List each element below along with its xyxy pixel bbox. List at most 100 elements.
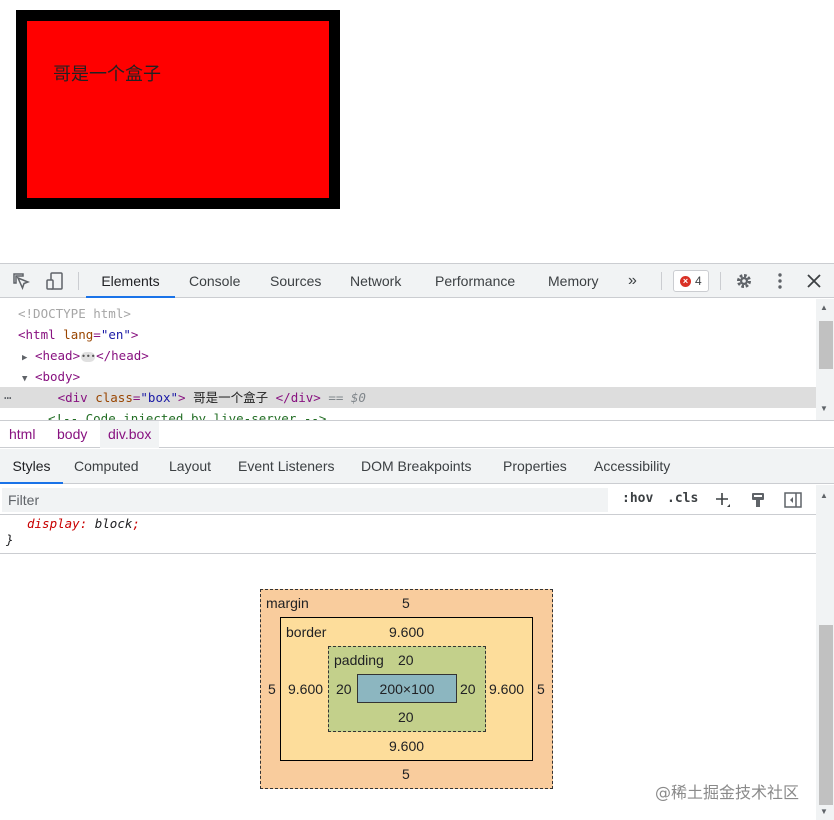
watermark: @稀土掘金技术社区 [655, 783, 800, 802]
demo-box-text: 哥是一个盒子 [53, 64, 161, 85]
attr-name: lang [63, 327, 94, 342]
gear-icon[interactable] [733, 270, 755, 292]
breadcrumb-body[interactable]: body [57, 426, 88, 442]
new-style-rule-plus-icon[interactable] [713, 490, 733, 510]
padding-top-value[interactable]: 20 [398, 652, 414, 668]
dom-node-html[interactable]: <html lang="en"> [18, 327, 139, 342]
expand-triangle-icon[interactable]: ▶ [22, 353, 28, 363]
error-icon: × [680, 275, 691, 287]
border-top-value[interactable]: 9.600 [389, 624, 425, 640]
tab-elements[interactable]: Elements [86, 264, 175, 298]
tab-dom-breakpoints[interactable]: DOM Breakpoints [361, 458, 472, 474]
tab-accessibility[interactable]: Accessibility [594, 458, 671, 474]
demo-box-content: 哥是一个盒子 [27, 21, 329, 198]
css-property-name: display [27, 516, 80, 531]
tag-close: > [178, 390, 186, 405]
tag-open: <html [18, 327, 56, 342]
css-property-value[interactable]: block [94, 516, 133, 531]
paint-brush-icon[interactable] [748, 490, 768, 510]
tag-close: </head> [96, 348, 149, 363]
tab-event-listeners[interactable]: Event Listeners [238, 458, 335, 474]
toolbar-divider [720, 272, 721, 290]
tab-layout[interactable]: Layout [169, 458, 212, 474]
demo-box: 哥是一个盒子 [16, 10, 340, 209]
node-text: 哥是一个盒子 [185, 390, 276, 405]
margin-label: margin [266, 595, 309, 611]
attr-name: class [95, 390, 133, 405]
scroll-up-arrow-icon[interactable]: ▲ [820, 303, 828, 312]
tab-performance[interactable]: Performance [435, 273, 516, 289]
css-rule-block: display: block; } [0, 516, 816, 554]
comment-text: <!-- Code injected by live-server --> [48, 411, 327, 420]
css-property-display[interactable]: display: block; [27, 516, 140, 531]
scroll-down-arrow-icon[interactable]: ▼ [820, 807, 828, 816]
error-count-badge[interactable]: × 4 [673, 270, 709, 292]
attr-value: "en" [100, 327, 131, 342]
doctype-text: <!DOCTYPE html> [18, 306, 131, 321]
error-count: 4 [695, 274, 702, 288]
cls-toggle-button[interactable]: .cls [667, 491, 699, 506]
tab-memory[interactable]: Memory [548, 273, 599, 289]
margin-bottom-value[interactable]: 5 [402, 766, 410, 782]
box-model-content[interactable]: 200×100 [357, 674, 457, 703]
tab-network[interactable]: Network [350, 273, 402, 289]
padding-label: padding [334, 652, 384, 668]
dom-node-body[interactable]: ▼ <body> [0, 366, 816, 387]
more-tabs-chevron-icon[interactable]: » [628, 272, 637, 289]
padding-bottom-value[interactable]: 20 [398, 709, 414, 725]
toolbar-divider [78, 272, 79, 290]
tag-open: <div [57, 390, 88, 405]
styles-filter-input[interactable] [2, 488, 608, 512]
tag-open: <body> [34, 369, 81, 384]
margin-left-value[interactable]: 5 [268, 681, 276, 697]
collapsed-ellipsis-icon[interactable]: ••• [81, 351, 96, 362]
styles-pane-scrollbar[interactable]: ▲ ▼ [816, 485, 834, 820]
tag-open: <head> [34, 348, 81, 363]
border-label: border [286, 624, 327, 640]
dom-node-div-box[interactable]: ⋯ <div class="box"> 哥是一个盒子 </div> == $0 [0, 387, 816, 408]
breadcrumb-html[interactable]: html [9, 426, 36, 442]
inspect-element-icon[interactable] [10, 270, 32, 292]
scroll-up-arrow-icon[interactable]: ▲ [820, 491, 828, 500]
toolbar-divider [661, 272, 662, 290]
scroll-thumb[interactable] [819, 625, 833, 805]
breadcrumb-div-box[interactable]: div.box [100, 421, 160, 448]
tag-end: </div> [275, 390, 321, 405]
node-actions-ellipsis-icon[interactable]: ⋯ [4, 390, 13, 405]
box-model-content-size: 200×100 [379, 680, 435, 697]
border-right-value[interactable]: 9.600 [489, 681, 525, 697]
tab-computed[interactable]: Computed [74, 458, 139, 474]
dom-node-doctype[interactable]: <!DOCTYPE html> [0, 303, 816, 324]
breadcrumb: html body div.box [0, 420, 834, 448]
attr-value: "box" [140, 390, 179, 405]
kebab-menu-icon[interactable] [769, 270, 791, 292]
tag-close: > [130, 327, 139, 342]
scroll-down-arrow-icon[interactable]: ▼ [820, 404, 828, 413]
device-toggle-icon[interactable] [44, 270, 66, 292]
toggle-sidebar-icon[interactable] [783, 490, 803, 510]
styles-filter-bar: :hov .cls [0, 485, 834, 515]
border-bottom-value[interactable]: 9.600 [389, 738, 425, 754]
devtools-toolbar: Elements Console Sources Network Perform… [0, 264, 834, 298]
dom-node-head[interactable]: ▶ <head>•••</head> [0, 345, 816, 366]
margin-right-value[interactable]: 5 [537, 681, 545, 697]
tab-properties[interactable]: Properties [503, 458, 567, 474]
tab-sources[interactable]: Sources [270, 273, 322, 289]
hov-toggle-button[interactable]: :hov [622, 491, 654, 506]
tab-styles[interactable]: Styles [0, 449, 63, 484]
close-icon[interactable] [803, 270, 825, 292]
border-left-value[interactable]: 9.600 [288, 681, 324, 697]
padding-left-value[interactable]: 20 [336, 681, 352, 697]
margin-top-value[interactable]: 5 [402, 595, 410, 611]
padding-right-value[interactable]: 20 [460, 681, 476, 697]
styles-pane-tabs: Styles Computed Layout Event Listeners D… [0, 449, 834, 484]
dom-tree-scrollbar[interactable]: ▲ ▼ [816, 299, 834, 420]
scroll-thumb[interactable] [819, 321, 833, 369]
css-close-brace: } [6, 532, 14, 547]
tab-console[interactable]: Console [189, 273, 241, 289]
dom-node-comment[interactable]: <!-- Code injected by live-server --> [0, 408, 816, 420]
dom-tree: <!DOCTYPE html> <html lang="en"> ▶ <head… [0, 299, 816, 420]
selected-ref: == $0 [328, 390, 366, 405]
devtools-panel: Elements Console Sources Network Perform… [0, 263, 834, 820]
collapse-triangle-icon[interactable]: ▼ [22, 374, 28, 384]
